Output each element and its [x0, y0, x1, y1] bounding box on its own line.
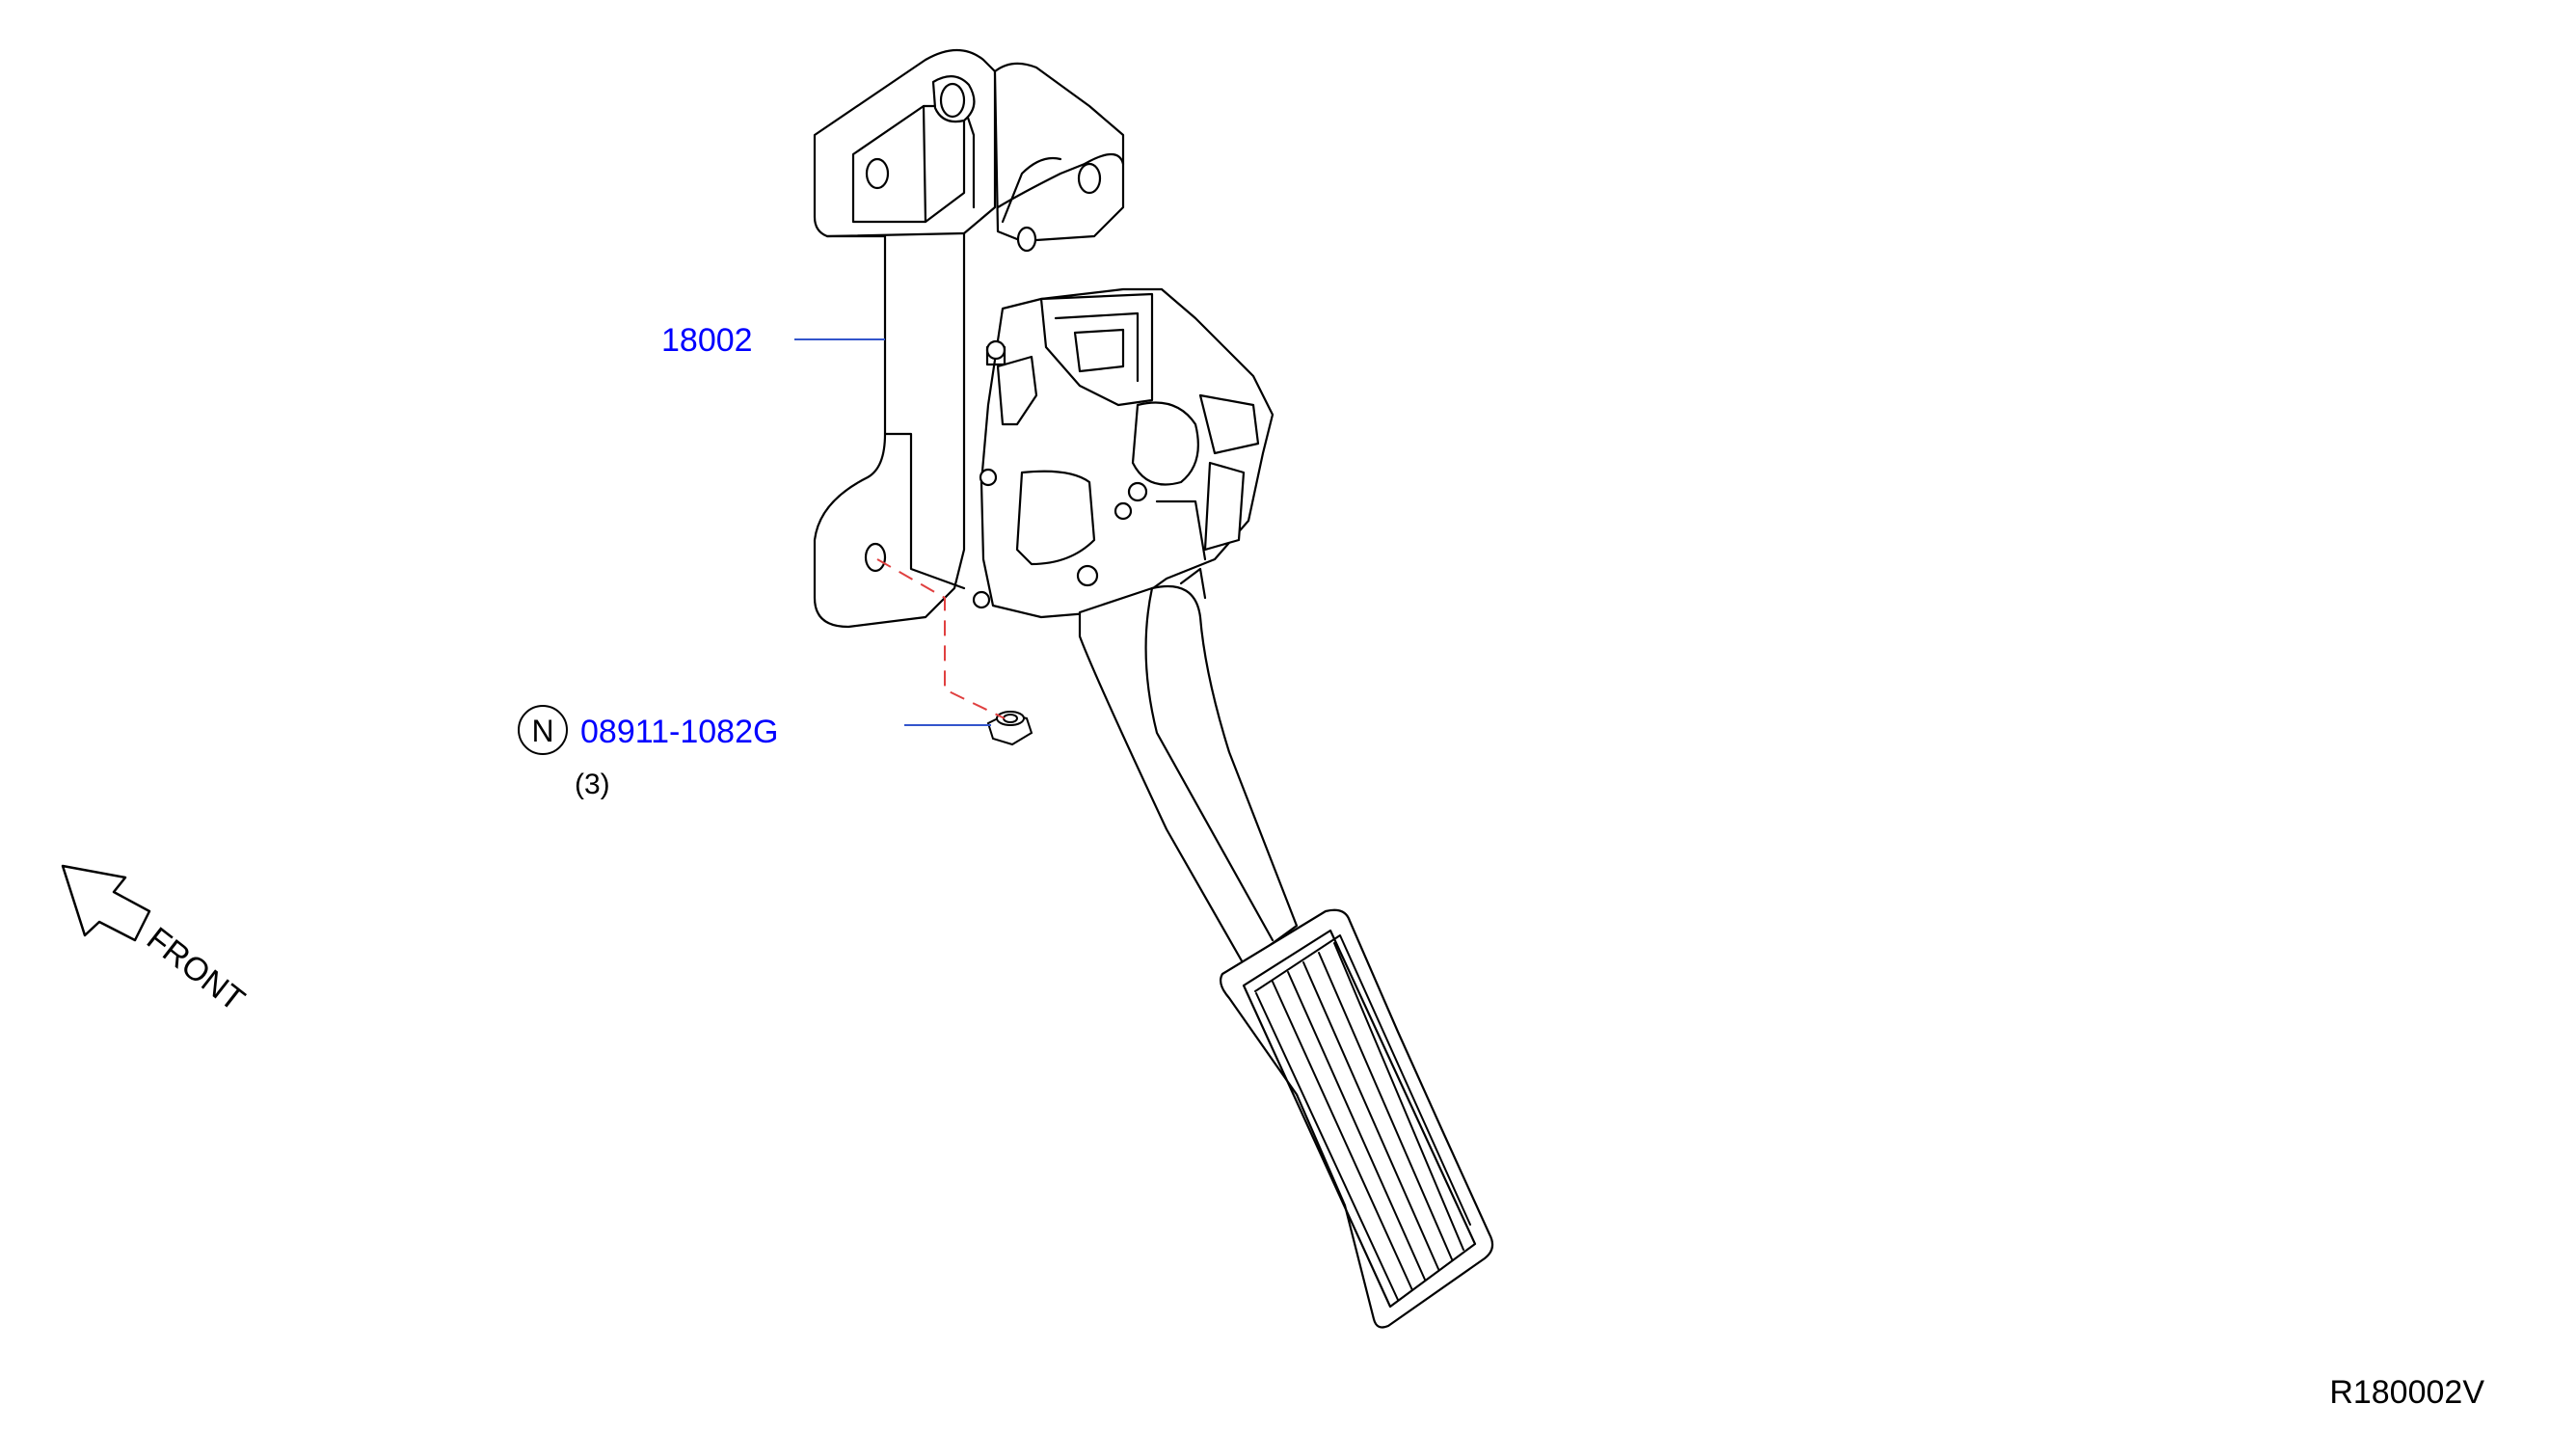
sensor-housing: [972, 62, 1275, 619]
front-label: FRONT: [140, 920, 252, 1018]
front-direction-indicator: FRONT: [61, 864, 252, 1018]
callout-08911-1082G[interactable]: N 08911-1082G (3): [518, 705, 991, 800]
mounting-bracket: [813, 49, 997, 629]
front-arrow-icon: [61, 864, 151, 942]
n-marker-circle: [518, 705, 568, 755]
callout-18002[interactable]: 18002: [661, 322, 885, 359]
part-number-08911-1082G[interactable]: 08911-1082G: [580, 714, 778, 750]
pedal-arm: [1078, 567, 1299, 966]
installation-dashed-line: [876, 558, 1006, 719]
pedal-pad: [1220, 908, 1494, 1329]
diagram-code: R180002V: [2329, 1374, 2484, 1411]
pedal-pad-ribs: [1254, 934, 1471, 1301]
flange-nut: [986, 711, 1033, 746]
n-marker-letter: N: [531, 714, 553, 748]
accelerator-pedal-assembly: [813, 49, 1494, 1329]
part-quantity: (3): [575, 769, 610, 800]
part-number-18002[interactable]: 18002: [661, 322, 753, 359]
